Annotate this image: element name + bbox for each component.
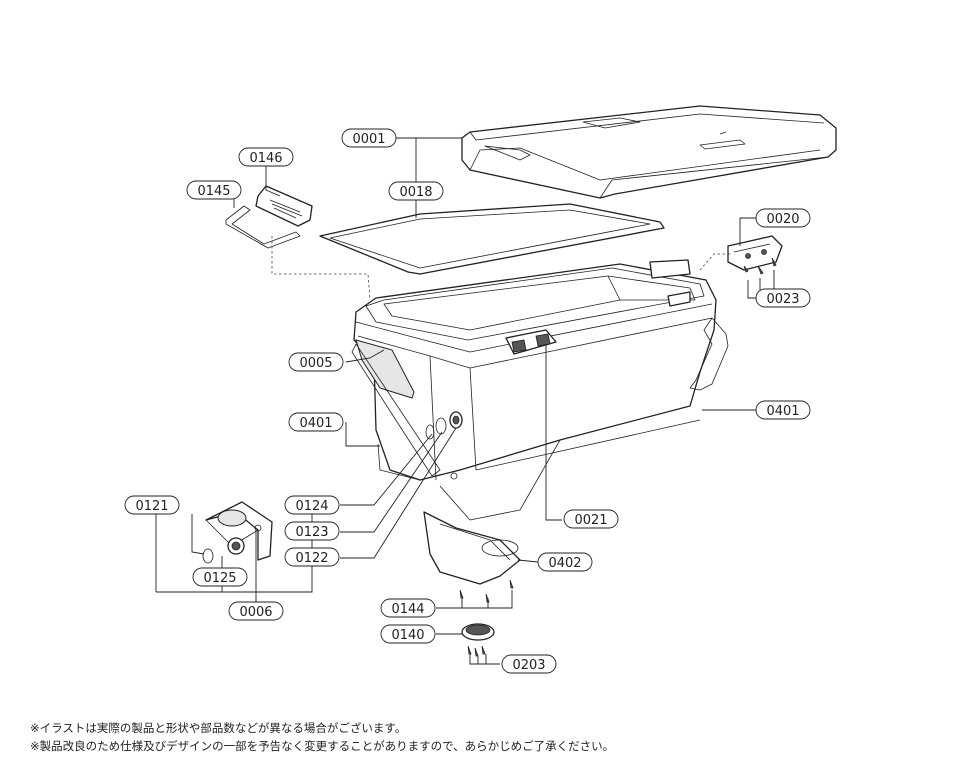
foot-skid-drawing bbox=[423, 511, 521, 603]
leader-lines bbox=[155, 137, 784, 665]
label-0125-text: 0125 bbox=[203, 571, 236, 586]
label-0124: 0124 bbox=[284, 495, 340, 515]
handle-wire-drawing bbox=[225, 205, 301, 249]
label-0146-text: 0146 bbox=[249, 151, 282, 166]
label-0145-text: 0145 bbox=[197, 184, 230, 199]
label-0018-text: 0018 bbox=[399, 185, 432, 200]
label-0005: 0005 bbox=[288, 352, 344, 372]
label-0122: 0122 bbox=[284, 547, 340, 567]
label-0140: 0140 bbox=[380, 624, 436, 644]
label-0401-right-text: 0401 bbox=[766, 404, 799, 419]
label-0006-text: 0006 bbox=[239, 605, 272, 620]
rubber-foot-drawing bbox=[461, 623, 495, 657]
label-0203-text: 0203 bbox=[512, 658, 545, 673]
label-0203: 0203 bbox=[501, 654, 557, 674]
gasket-drawing bbox=[319, 203, 665, 275]
disclaimer-notes: ※イラストは実際の製品と形状や部品数などが異なる場合がございます。 ※製品改良の… bbox=[30, 719, 614, 755]
label-0144-text: 0144 bbox=[391, 602, 424, 617]
label-0121: 0121 bbox=[124, 495, 180, 515]
label-0146: 0146 bbox=[238, 147, 294, 167]
label-0144: 0144 bbox=[380, 598, 436, 618]
label-0001-text: 0001 bbox=[352, 132, 385, 147]
disclaimer-line-1: ※イラストは実際の製品と形状や部品数などが異なる場合がございます。 bbox=[30, 721, 407, 735]
lid-drawing bbox=[461, 105, 837, 199]
side-handle-drawing bbox=[351, 317, 729, 477]
label-0125: 0125 bbox=[192, 567, 248, 587]
cooler-body-drawing bbox=[353, 259, 717, 521]
label-0122-text: 0122 bbox=[295, 551, 328, 566]
label-0005-text: 0005 bbox=[299, 356, 332, 371]
label-0020-text: 0020 bbox=[766, 212, 799, 227]
handle-grip-drawing bbox=[255, 185, 313, 227]
label-0140-text: 0140 bbox=[391, 628, 424, 643]
label-0401-left-text: 0401 bbox=[299, 416, 332, 431]
label-0402-text: 0402 bbox=[548, 556, 581, 571]
label-0021-text: 0021 bbox=[574, 513, 607, 528]
label-0401-left: 0401 bbox=[288, 412, 344, 432]
label-0018: 0018 bbox=[388, 181, 444, 201]
label-0006: 0006 bbox=[228, 601, 284, 621]
hinge-drawing bbox=[727, 235, 783, 275]
label-0123-text: 0123 bbox=[295, 525, 328, 540]
label-0020: 0020 bbox=[755, 208, 811, 228]
label-0023-text: 0023 bbox=[766, 292, 799, 307]
label-0402: 0402 bbox=[537, 552, 593, 572]
label-0121-text: 0121 bbox=[135, 499, 168, 514]
label-0123: 0123 bbox=[284, 521, 340, 541]
label-0124-text: 0124 bbox=[295, 499, 328, 514]
drain-assembly-drawing bbox=[202, 501, 273, 564]
label-0145: 0145 bbox=[186, 180, 242, 200]
disclaimer-line-2: ※製品改良のため仕様及びデザインの一部を予告なく変更することがありますので、あら… bbox=[30, 739, 615, 753]
label-0001: 0001 bbox=[341, 128, 397, 148]
label-0021: 0021 bbox=[563, 509, 619, 529]
label-0401-right: 0401 bbox=[755, 400, 811, 420]
label-0023: 0023 bbox=[755, 288, 811, 308]
